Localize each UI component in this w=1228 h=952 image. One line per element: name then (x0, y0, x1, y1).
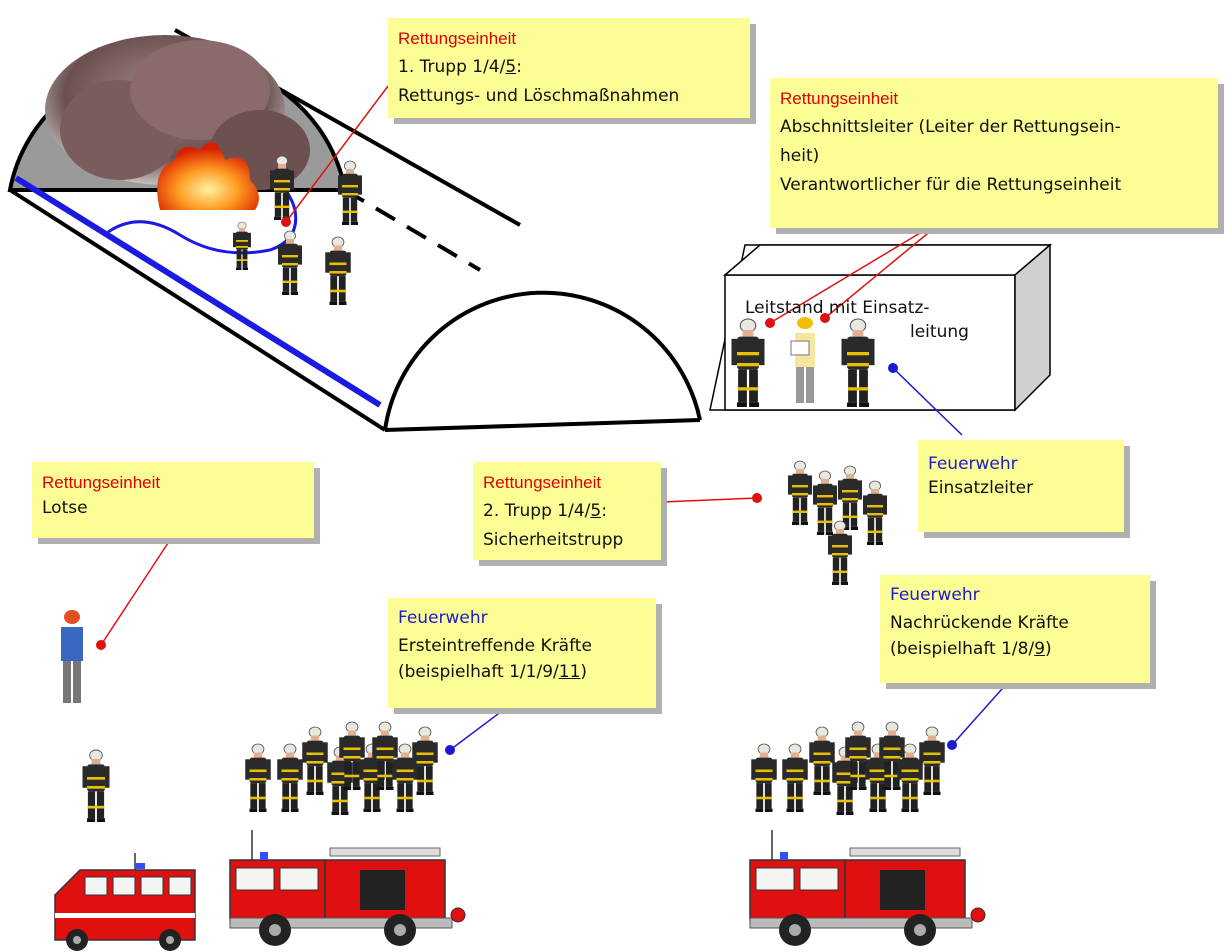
note-line: Lotse (42, 498, 88, 518)
note-line: Einsatzleiter (928, 478, 1034, 498)
note-line: Nachrückende Kräfte (890, 613, 1069, 633)
fire-icon (157, 142, 259, 210)
leitstand-label-line2: leitung (910, 322, 969, 342)
firefighter-icon (82, 749, 110, 823)
firefighter-group-icon (244, 721, 439, 816)
note-truppe1: Rettungseinheit 1. Trupp 1/4/5: Rettungs… (388, 18, 750, 118)
note-title: Rettungseinheit (398, 29, 517, 48)
note-line: Rettungs- und Löschmaßnahmen (398, 86, 680, 106)
fire-truck-icon (229, 829, 466, 947)
note-abschnitt: Rettungseinheit Abschnittsleiter (Leiter… (770, 78, 1218, 228)
note-line: Sicherheitstrupp (483, 530, 624, 550)
control-room-icon (709, 243, 1053, 412)
note-erst: Feuerwehr Ersteintreffende Kräfte (beisp… (388, 598, 656, 708)
note-org: Feuerwehr (928, 454, 1018, 474)
note-line: heit) (780, 146, 820, 166)
note-line: Ersteintreffende Kräfte (398, 636, 592, 656)
hose-icon (107, 173, 298, 255)
note-truppe2: Rettungseinheit 2. Trupp 1/4/5: Sicherhe… (473, 462, 661, 560)
note-line: Abschnittsleiter (Leiter der Rettungsein… (780, 117, 1121, 137)
note-line: (beispielhaft 1/1/9/11) (398, 662, 588, 682)
note-lotse: Rettungseinheit Lotse (32, 462, 314, 538)
note-title: Rettungseinheit (780, 89, 899, 108)
pilot-person-icon (61, 610, 83, 703)
note-nach: Feuerwehr Nachrückende Kräfte (beispielh… (880, 575, 1150, 683)
note-einsatzleiter: Feuerwehr Einsatzleiter (918, 440, 1124, 532)
firefighter-group-icon (750, 721, 946, 816)
note-line: 1. Trupp 1/4/5: (398, 57, 522, 77)
note-org: Feuerwehr (398, 608, 488, 628)
note-title: Rettungseinheit (483, 473, 602, 492)
minibus-icon (54, 853, 196, 951)
note-line: Verantwortlicher für die Rettungseinheit (780, 175, 1122, 195)
note-title: Rettungseinheit (42, 473, 161, 492)
note-line: (beispielhaft 1/8/9) (890, 639, 1052, 659)
leitstand-label: Leitstand mit Einsatz- (745, 298, 930, 318)
firefighter-group-icon (787, 460, 888, 586)
note-line: 2. Trupp 1/4/5: (483, 501, 607, 521)
note-org: Feuerwehr (890, 585, 980, 605)
fire-truck-icon (749, 829, 986, 947)
